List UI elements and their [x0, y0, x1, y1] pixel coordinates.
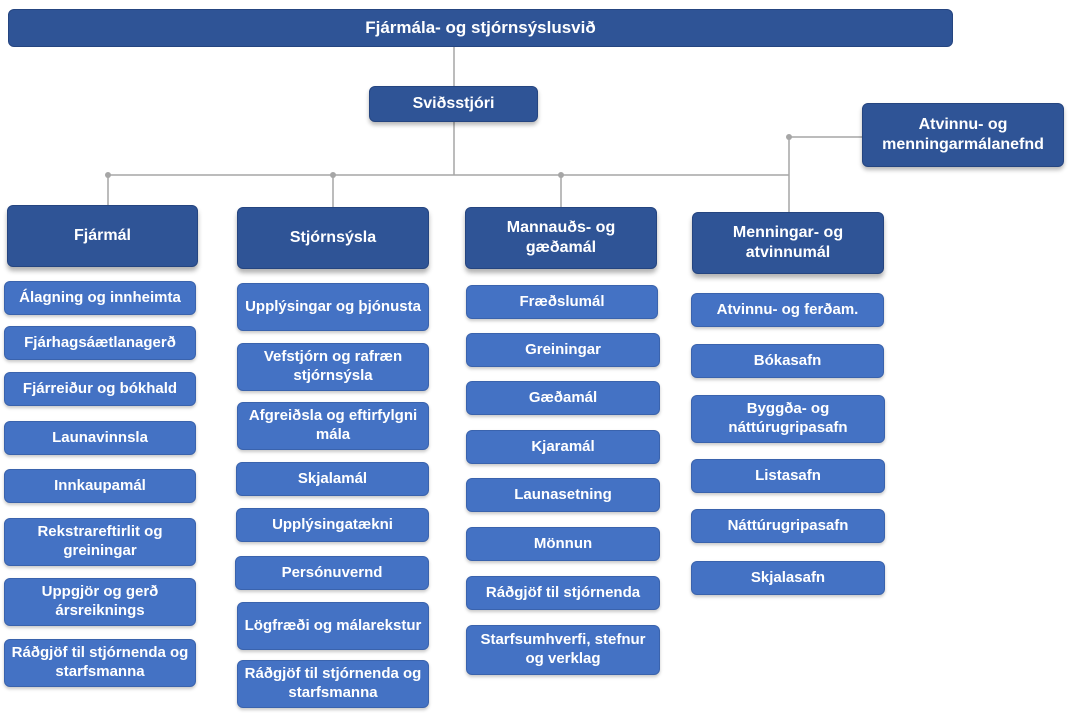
- unit-label: Innkaupamál: [54, 476, 146, 494]
- unit-box[interactable]: Álagning og innheimta: [4, 281, 196, 315]
- unit-label: Bókasafn: [753, 351, 822, 369]
- unit-box[interactable]: Bókasafn: [691, 344, 884, 378]
- committee-box[interactable]: Atvinnu- og menningarmálanefnd: [862, 103, 1064, 167]
- unit-box[interactable]: Byggða- og náttúrugripasafn: [691, 395, 885, 443]
- unit-label: Starfsumhverfi, stefnur og verklag: [480, 631, 646, 667]
- unit-label: Rekstrareftirlit og greiningar: [37, 523, 163, 559]
- unit-label: Launavinnsla: [52, 428, 148, 446]
- unit-box[interactable]: Persónuvernd: [235, 556, 429, 590]
- unit-box[interactable]: Ráðgjöf til stjórnenda: [466, 576, 660, 610]
- unit-box[interactable]: Vefstjórn og rafræn stjórnsýsla: [237, 343, 429, 391]
- dept-fjarmal[interactable]: Fjármál: [7, 205, 198, 267]
- unit-label: Afgreiðsla og eftirfylgni mála: [248, 407, 418, 443]
- unit-label: Persónuvernd: [281, 563, 383, 581]
- dept-menningarmal[interactable]: Menningar- og atvinnumál: [692, 212, 884, 274]
- committee-label: Atvinnu- og menningarmálanefnd: [882, 116, 1044, 153]
- unit-box[interactable]: Starfsumhverfi, stefnur og verklag: [466, 625, 660, 675]
- unit-label: Skjalasafn: [750, 568, 826, 586]
- unit-label: Álagning og innheimta: [19, 288, 181, 306]
- junction-dot: [330, 172, 336, 178]
- unit-label: Byggða- og náttúrugripasafn: [728, 400, 848, 436]
- unit-label: Fjárreiður og bókhald: [22, 379, 178, 397]
- junction-dot: [558, 172, 564, 178]
- unit-label: Fræðslumál: [519, 292, 605, 310]
- unit-box[interactable]: Fræðslumál: [466, 285, 658, 319]
- unit-label: Greiningar: [525, 340, 601, 358]
- unit-box[interactable]: Náttúrugripasafn: [691, 509, 885, 543]
- unit-label: Upplýsingatækni: [272, 515, 393, 533]
- unit-label: Kjaramál: [531, 437, 595, 455]
- unit-box[interactable]: Launavinnsla: [4, 421, 196, 455]
- dept-stjornsysla[interactable]: Stjórnsýsla: [237, 207, 429, 269]
- unit-label: Vefstjórn og rafræn stjórnsýsla: [263, 348, 403, 384]
- unit-box[interactable]: Mönnun: [466, 527, 660, 561]
- unit-label: Listasafn: [755, 466, 821, 484]
- unit-box[interactable]: Launasetning: [466, 478, 660, 512]
- unit-box[interactable]: Afgreiðsla og eftirfylgni mála: [237, 402, 429, 450]
- unit-label: Ráðgjöf til stjórnenda og starfsmanna: [11, 644, 189, 680]
- unit-box[interactable]: Upplýsingatækni: [236, 508, 429, 542]
- unit-label: Atvinnu- og ferðam.: [716, 300, 859, 318]
- unit-box[interactable]: Uppgjör og gerð ársreiknings: [4, 578, 196, 626]
- unit-box[interactable]: Fjárhagsáætlanagerð: [4, 326, 196, 360]
- unit-box[interactable]: Atvinnu- og ferðam.: [691, 293, 884, 327]
- junction-dot: [786, 134, 792, 140]
- director-label: Sviðsstjóri: [412, 95, 495, 112]
- director-box[interactable]: Sviðsstjóri: [369, 86, 538, 122]
- unit-box[interactable]: Upplýsingar og þjónusta: [237, 283, 429, 331]
- unit-label: Fjárhagsáætlanagerð: [24, 333, 176, 351]
- unit-box[interactable]: Skjalamál: [236, 462, 429, 496]
- unit-label: Ráðgjöf til stjórnenda: [485, 583, 641, 601]
- dept-label: Menningar- og atvinnumál: [732, 224, 844, 261]
- org-title-box[interactable]: Fjármála- og stjórnsýslusvið: [8, 9, 953, 47]
- junction-dot: [105, 172, 111, 178]
- unit-label: Náttúrugripasafn: [727, 516, 849, 534]
- unit-box[interactable]: Lögfræði og málarekstur: [237, 602, 429, 650]
- dept-label: Fjármál: [74, 227, 131, 244]
- unit-label: Mönnun: [533, 534, 593, 552]
- org-title: Fjármála- og stjórnsýslusvið: [365, 18, 596, 38]
- unit-box[interactable]: Ráðgjöf til stjórnenda og starfsmanna: [4, 639, 196, 687]
- unit-box[interactable]: Rekstrareftirlit og greiningar: [4, 518, 196, 566]
- unit-box[interactable]: Kjaramál: [466, 430, 660, 464]
- unit-label: Gæðamál: [528, 388, 598, 406]
- dept-label: Stjórnsýsla: [289, 229, 377, 246]
- unit-box[interactable]: Gæðamál: [466, 381, 660, 415]
- unit-label: Upplýsingar og þjónusta: [245, 297, 421, 315]
- unit-label: Uppgjör og gerð ársreiknings: [41, 583, 159, 619]
- unit-label: Lögfræði og málarekstur: [244, 616, 422, 634]
- unit-box[interactable]: Listasafn: [691, 459, 885, 493]
- dept-label: Mannauðs- og gæðamál: [506, 219, 616, 256]
- unit-box[interactable]: Fjárreiður og bókhald: [4, 372, 196, 406]
- unit-box[interactable]: Ráðgjöf til stjórnenda og starfsmanna: [237, 660, 429, 708]
- dept-mannaudsmal[interactable]: Mannauðs- og gæðamál: [465, 207, 657, 269]
- unit-box[interactable]: Greiningar: [466, 333, 660, 367]
- unit-label: Launasetning: [514, 485, 612, 503]
- unit-label: Skjalamál: [297, 469, 368, 487]
- unit-label: Ráðgjöf til stjórnenda og starfsmanna: [244, 665, 422, 701]
- unit-box[interactable]: Skjalasafn: [691, 561, 885, 595]
- unit-box[interactable]: Innkaupamál: [4, 469, 196, 503]
